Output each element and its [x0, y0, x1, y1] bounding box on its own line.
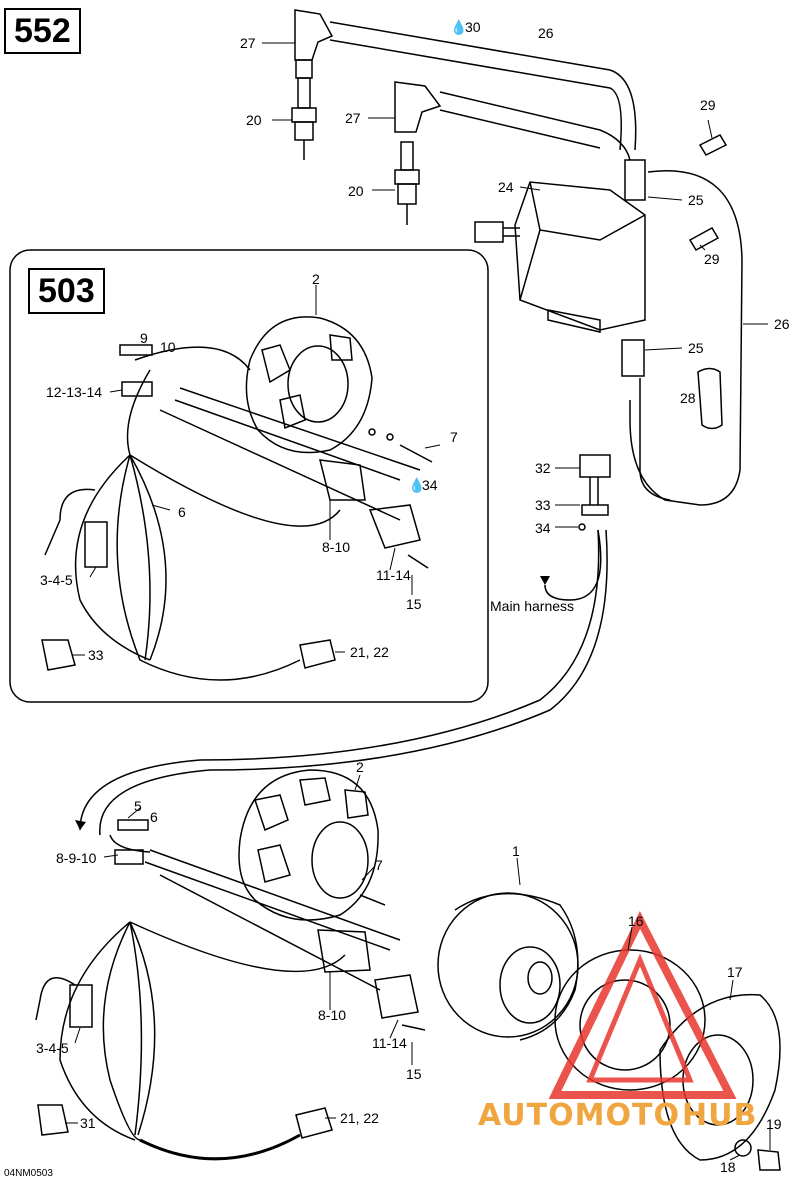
callout-6: 6 — [178, 504, 186, 520]
callout-18: 18 — [720, 1159, 736, 1175]
callout-5: 5 — [134, 798, 142, 814]
inset-frame — [9, 249, 489, 703]
callout-2: 2 — [356, 759, 364, 775]
main-model-code: 552 — [4, 8, 81, 54]
ht-lead — [629, 170, 743, 506]
callout-27: 27 — [240, 35, 256, 51]
figure-code: 04NM0503 — [4, 1168, 53, 1179]
connector — [578, 454, 611, 531]
ignition-coil — [474, 181, 646, 333]
callout-8-9-10: 8-9-10 — [56, 850, 97, 866]
main-harness — [544, 529, 602, 601]
callout-12-13-14: 12-13-14 — [46, 384, 103, 400]
callout-25: 25 — [688, 340, 704, 356]
connector — [299, 639, 336, 669]
callout-10: 10 — [160, 339, 176, 355]
spark-plug-wire — [329, 39, 622, 151]
bolt — [757, 1149, 781, 1171]
callout-21-22: 21, 22 — [340, 1110, 379, 1126]
callout-20: 20 — [348, 183, 364, 199]
callout-21-22: 21, 22 — [350, 644, 389, 660]
watermark-logo — [548, 911, 737, 1099]
callout-29: 29 — [704, 251, 720, 267]
callout-1: 1 — [512, 843, 520, 859]
callout-3-4-5: 3-4-5 — [36, 1040, 69, 1056]
callout-32: 32 — [535, 460, 551, 476]
callout-27: 27 — [345, 110, 361, 126]
harness-wire — [79, 529, 600, 831]
callout-3-4-5: 3-4-5 — [40, 572, 73, 588]
connector — [41, 639, 76, 671]
callout-8-10: 8-10 — [322, 539, 351, 555]
ht-lead — [639, 378, 671, 501]
stator — [238, 769, 379, 921]
flywheel — [437, 892, 579, 1041]
spark-plug-cap — [294, 9, 334, 61]
callout-33: 33 — [535, 497, 551, 513]
connector — [84, 521, 108, 568]
callout-28: 28 — [680, 390, 696, 406]
watermark-text-right: HUB — [682, 1098, 758, 1133]
callout-30: 30 — [465, 19, 481, 35]
spark-plug — [394, 141, 420, 225]
callout-34: 34 — [422, 477, 438, 493]
washer — [734, 1139, 752, 1157]
callout-11-14: 11-14 — [376, 567, 411, 583]
callout-19: 19 — [766, 1116, 782, 1132]
boot — [621, 339, 645, 377]
callout-24: 24 — [498, 179, 514, 195]
bracket — [368, 504, 421, 549]
callout-26: 26 — [774, 316, 790, 332]
callout-29: 29 — [700, 97, 716, 113]
droplet-icon: 💧 — [408, 477, 426, 493]
boot — [624, 159, 646, 201]
callout-15: 15 — [406, 596, 422, 612]
callout-20: 20 — [246, 112, 262, 128]
main-harness-label: Main harness — [490, 598, 575, 614]
droplet-icon: 💧 — [450, 19, 468, 35]
callout-34: 34 — [535, 520, 551, 536]
callout-16: 16 — [628, 913, 644, 929]
screw — [688, 226, 720, 252]
callout-17: 17 — [727, 964, 743, 980]
callout-31: 31 — [80, 1115, 96, 1131]
callout-2: 2 — [312, 271, 320, 287]
callout-25: 25 — [688, 192, 704, 208]
spark-plug-wire — [439, 91, 631, 161]
sensor — [317, 929, 371, 973]
watermark-text-left: AUTOMOTO — [478, 1098, 680, 1133]
callout-6: 6 — [150, 809, 158, 825]
connector — [69, 984, 93, 1028]
callout-9: 9 — [140, 330, 148, 346]
callout-8-10: 8-10 — [318, 1007, 347, 1023]
screw — [698, 134, 728, 156]
callout-7: 7 — [375, 857, 383, 873]
callout-7: 7 — [450, 429, 458, 445]
inset-model-code: 503 — [28, 268, 105, 314]
callout-11-14: 11-14 — [372, 1035, 407, 1051]
harness-wire — [99, 529, 608, 836]
spark-plug — [291, 77, 317, 160]
sensor — [319, 459, 366, 501]
spark-plug-wire — [439, 109, 601, 149]
connector — [295, 1107, 333, 1139]
spark-plug-wire — [329, 21, 637, 151]
bracket — [374, 974, 419, 1019]
callout-26: 26 — [538, 25, 554, 41]
callout-33: 33 — [88, 647, 104, 663]
sleeve — [697, 367, 723, 430]
connector — [37, 1104, 69, 1136]
ring — [554, 949, 706, 1091]
callout-15: 15 — [406, 1066, 422, 1082]
spark-plug-cap — [394, 81, 442, 133]
